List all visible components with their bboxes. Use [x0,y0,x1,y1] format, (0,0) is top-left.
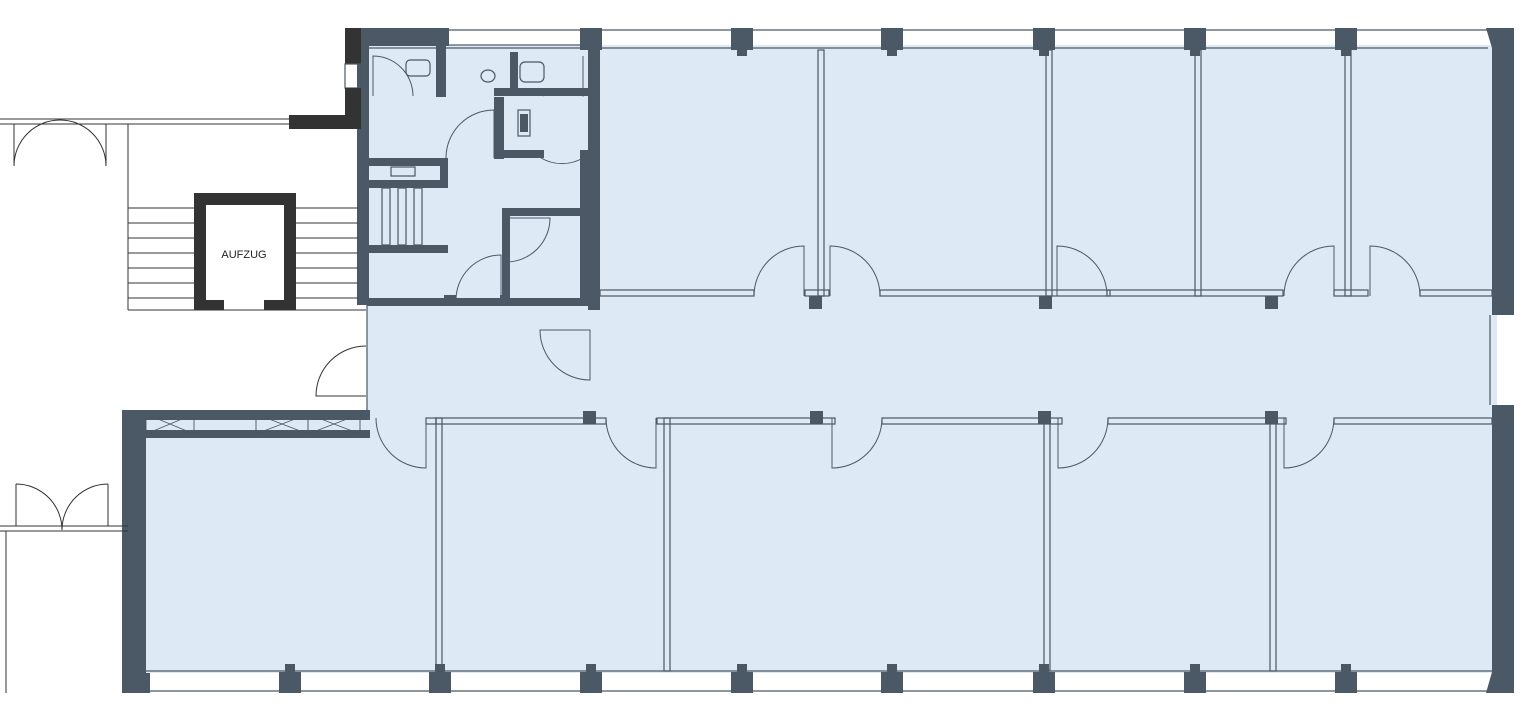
columns-top [580,28,1357,56]
elevator: AUFZUG [221,249,266,261]
doors-upper [753,245,1421,297]
room-fills [143,45,1497,673]
exterior-walls [122,28,1514,693]
entrance-doors [0,119,367,693]
exterior-wall-lines [143,29,1495,692]
doors-lower [375,329,1335,469]
ventilation-boxes [145,413,361,435]
sanitary-core [366,44,590,306]
stairwell [0,28,366,311]
columns-bottom [279,664,1357,693]
elevator-label: AUFZUG [221,249,266,261]
